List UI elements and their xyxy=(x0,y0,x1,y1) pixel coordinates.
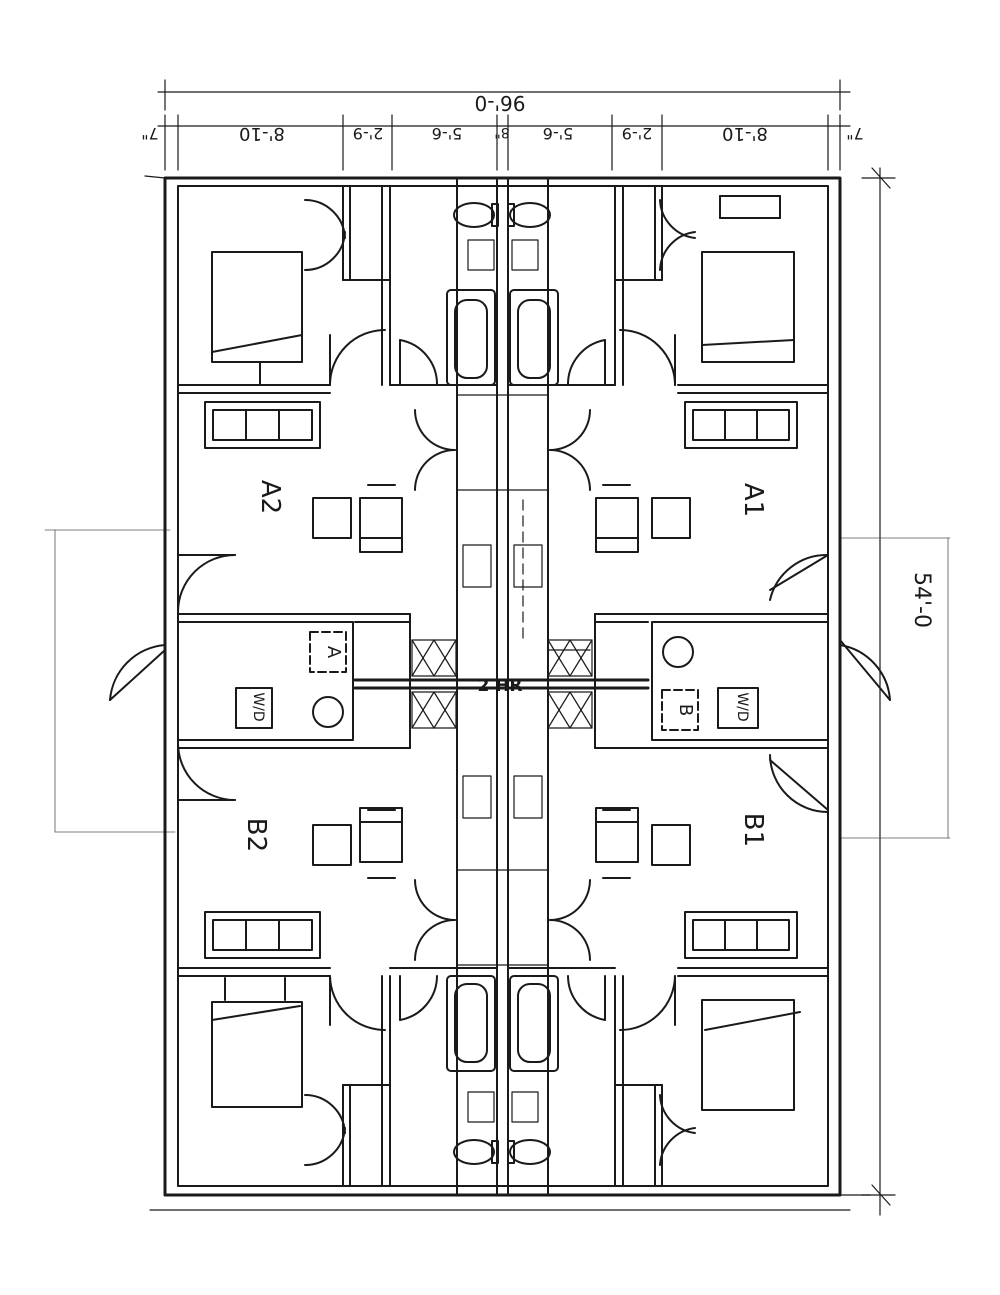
kitchen-counters xyxy=(462,499,591,819)
washer-dryer-label-left: W/D xyxy=(250,692,266,721)
dim-segment-3: 2'-9 xyxy=(353,124,384,143)
overall-width-dimension: 96'-0 xyxy=(475,91,526,115)
unit-label-b2: B2 xyxy=(241,818,271,852)
left-reference-lines xyxy=(44,529,176,833)
right-dimension-lines xyxy=(839,167,951,1216)
laundry-label-a: A xyxy=(323,646,344,659)
dim-segment-8: 8'-10 xyxy=(722,123,768,144)
wall-stubs xyxy=(177,621,649,741)
dim-segment-5: 8" xyxy=(494,124,509,140)
top-dimension-lines xyxy=(157,79,851,171)
dim-segment-2: 8'-10 xyxy=(239,123,285,144)
overall-depth-dimension: 54'-0 xyxy=(909,572,934,628)
stair-hatch xyxy=(411,639,593,729)
dim-segment-1: 7" xyxy=(141,124,159,143)
bathtubs xyxy=(446,289,559,1072)
lavatories xyxy=(467,239,539,1123)
dim-segment-9: 7" xyxy=(846,124,864,143)
toilets xyxy=(453,202,551,1165)
water-heaters xyxy=(235,631,759,731)
wall-rating-label: 2 HR xyxy=(477,676,522,696)
beds xyxy=(211,195,801,1111)
dining-sets xyxy=(312,484,691,879)
segment-dimensions: 7" 8'-10 2'-9 5'-6 8" 5'-6 2'-9 8'-10 7" xyxy=(141,123,864,144)
unit-label-b1: B1 xyxy=(738,813,768,847)
washer-dryer-label-right: W/D xyxy=(734,692,750,721)
dim-segment-4: 5'-6 xyxy=(432,124,463,143)
unit-label-a2: A2 xyxy=(255,480,285,514)
dim-segment-7: 2'-9 xyxy=(622,124,653,143)
sofas xyxy=(204,401,798,959)
dim-segment-6: 5'-6 xyxy=(543,124,574,143)
unit-label-a1: A1 xyxy=(738,483,768,517)
laundry-label-b: B xyxy=(675,704,696,716)
interior-walls xyxy=(177,185,829,1187)
doors xyxy=(109,198,891,1167)
